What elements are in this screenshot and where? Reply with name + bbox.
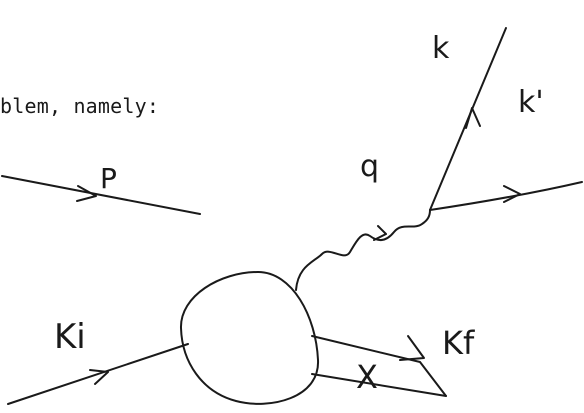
photon-wavy-line	[295, 209, 431, 291]
photon-arrow	[373, 225, 387, 241]
hadronic-system-lines	[311, 335, 447, 397]
label-incoming-lepton: k	[432, 31, 450, 66]
interaction-blob	[179, 271, 320, 405]
incoming-kaon-line	[7, 343, 189, 405]
label-initial-kaon: Ki	[54, 317, 86, 357]
label-incoming-proton: P	[100, 162, 117, 195]
label-final-kaon: Kf	[442, 324, 475, 362]
caption-text: blem, namely:	[0, 94, 160, 118]
label-virtual-photon: q	[360, 149, 379, 184]
lepton-lines	[429, 27, 583, 211]
label-hadronic-system: X	[356, 358, 378, 396]
incoming-proton-line	[1, 175, 201, 215]
label-outgoing-lepton: k'	[518, 85, 544, 120]
